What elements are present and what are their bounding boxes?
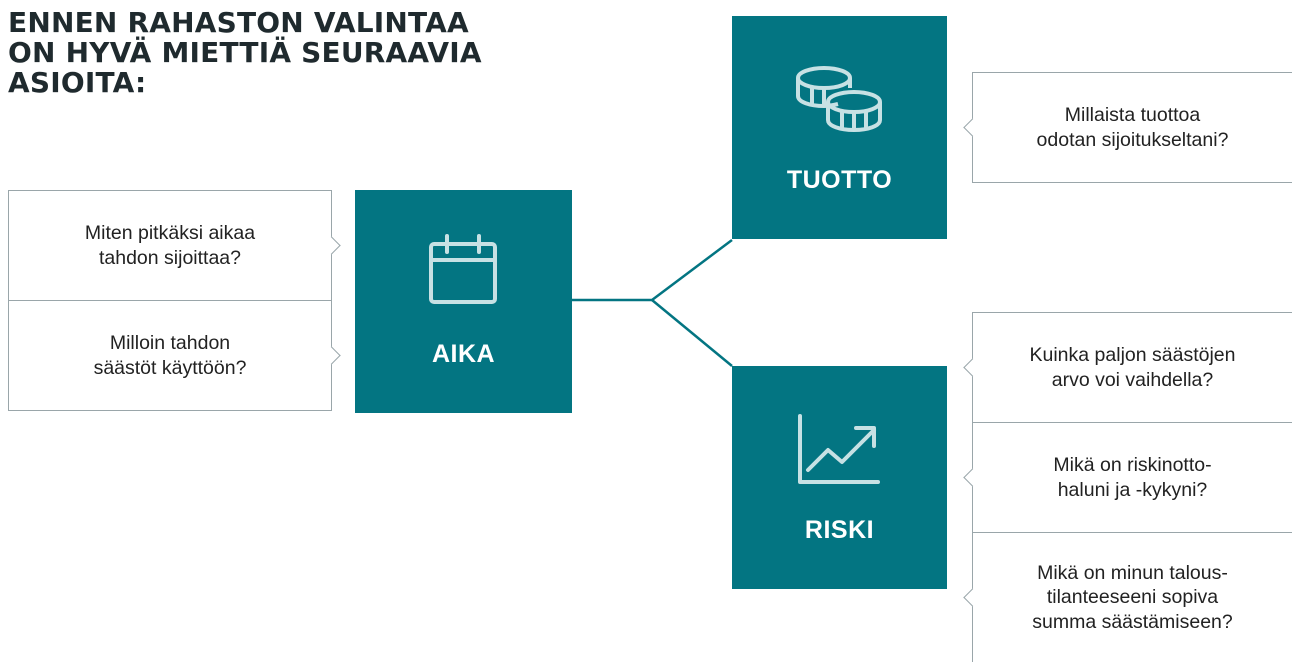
- riski-box: RISKI: [732, 366, 947, 589]
- trend-chart-icon: [798, 414, 880, 484]
- aika-box: AIKA: [355, 190, 572, 413]
- tuotto-label: TUOTTO: [786, 166, 893, 194]
- riski-label: RISKI: [804, 516, 875, 544]
- question-text: Miten pitkäksi aikaa tahdon sijoittaa?: [84, 222, 256, 269]
- coins-icon: [796, 66, 882, 133]
- question-box: Miten pitkäksi aikaa tahdon sijoittaa?: [8, 190, 341, 301]
- question-text: Mikä on riskinotto- haluni ja -kykyni?: [1053, 454, 1212, 501]
- question-text: Milloin tahdon säästöt käyttöön?: [93, 332, 247, 379]
- question-text: Kuinka paljon säästöjen arvo voi vaihdel…: [1029, 344, 1236, 391]
- title-line: ENNEN RAHASTON VALINTAA: [8, 6, 469, 39]
- question-box: Kuinka paljon säästöjen arvo voi vaihdel…: [963, 312, 1292, 423]
- question-text: Mikä on minun talous- tilanteeseeni sopi…: [1032, 561, 1233, 633]
- question-box: Mikä on minun talous- tilanteeseeni sopi…: [963, 532, 1292, 662]
- calendar-icon: [429, 234, 497, 304]
- question-box: Milloin tahdon säästöt käyttöön?: [8, 300, 341, 411]
- title-line: ASIOITA:: [8, 66, 147, 100]
- question-box: Mikä on riskinotto- haluni ja -kykyni?: [963, 422, 1292, 533]
- question-text: Millaista tuottoa odotan sijoitukseltani…: [1036, 104, 1229, 151]
- aika-label: AIKA: [431, 340, 496, 368]
- page-title: ENNEN RAHASTON VALINTAA ON HYVÄ MIETTIÄ …: [8, 6, 528, 100]
- title-line: ON HYVÄ MIETTIÄ SEURAAVIA: [8, 36, 482, 70]
- tuotto-box: TUOTTO: [732, 16, 947, 239]
- question-box: Millaista tuottoa odotan sijoitukseltani…: [963, 72, 1292, 183]
